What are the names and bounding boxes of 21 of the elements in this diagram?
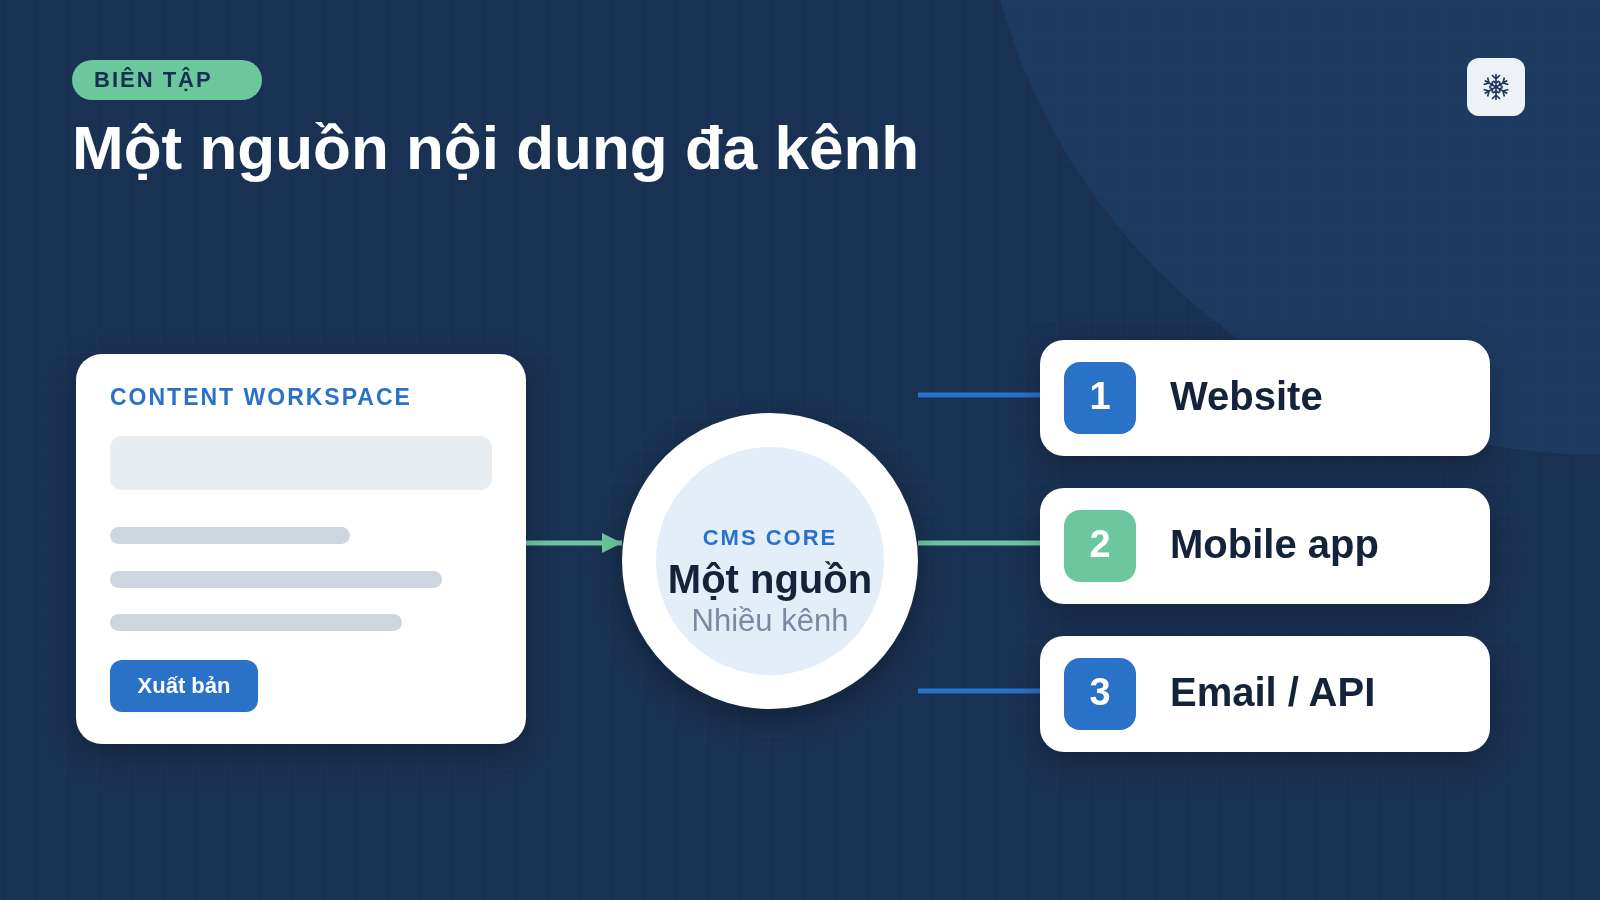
publish-button: Xuất bản — [110, 660, 258, 712]
number-badge: 3 — [1064, 658, 1136, 730]
channel-card — [1040, 340, 1490, 456]
arrow — [526, 533, 622, 553]
connector-line — [918, 392, 1040, 398]
workspace-card — [76, 354, 526, 744]
channel-name: Website — [1170, 374, 1323, 419]
card-heading: CONTENT WORKSPACE — [110, 384, 412, 411]
channel-card — [1040, 488, 1490, 604]
number-badge: 2 — [1064, 510, 1136, 582]
title: Một nguồn nội dung đa kênh — [72, 112, 920, 183]
channel-name: Email / API — [1170, 670, 1376, 715]
core-subheading: Nhiều kênh — [690, 603, 850, 639]
core-heading: Một nguồn — [666, 557, 874, 602]
connector-line — [918, 688, 1040, 694]
channel-name: Mobile app — [1170, 522, 1379, 567]
connector-line — [918, 540, 1040, 546]
core-label: CMS CORE — [701, 525, 839, 551]
number-badge: 1 — [1064, 362, 1136, 434]
channel-card — [1040, 636, 1490, 752]
category-tag: BIÊN TẬP — [72, 60, 262, 100]
